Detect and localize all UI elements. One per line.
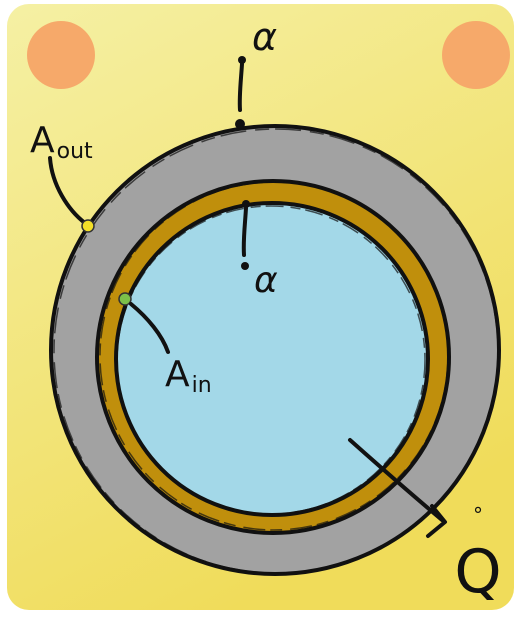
a-in-label: Ain bbox=[165, 354, 212, 398]
q-flow-label: Q bbox=[454, 537, 501, 607]
inner-thickness-marker bbox=[241, 200, 250, 270]
a-out-label: Aout bbox=[30, 120, 93, 164]
q-accent-mark: ° bbox=[473, 503, 483, 527]
fluid-region bbox=[114, 201, 430, 517]
flow-arrow bbox=[348, 438, 447, 538]
a-out-base: A bbox=[30, 120, 55, 161]
a-out-subscript: out bbox=[57, 139, 93, 164]
corner-dot-right bbox=[442, 21, 510, 89]
outer-thickness-marker bbox=[235, 56, 246, 129]
a-in-leader-line bbox=[129, 302, 170, 354]
a-in-subscript: in bbox=[192, 373, 212, 398]
a-out-leader-line bbox=[48, 156, 87, 225]
a-out-point bbox=[81, 219, 95, 233]
a-in-point bbox=[118, 292, 132, 306]
alpha-inner-label: α bbox=[254, 260, 278, 301]
a-in-base: A bbox=[165, 354, 190, 395]
alpha-outer-label: α bbox=[252, 15, 277, 59]
corner-dot-left bbox=[27, 21, 95, 89]
